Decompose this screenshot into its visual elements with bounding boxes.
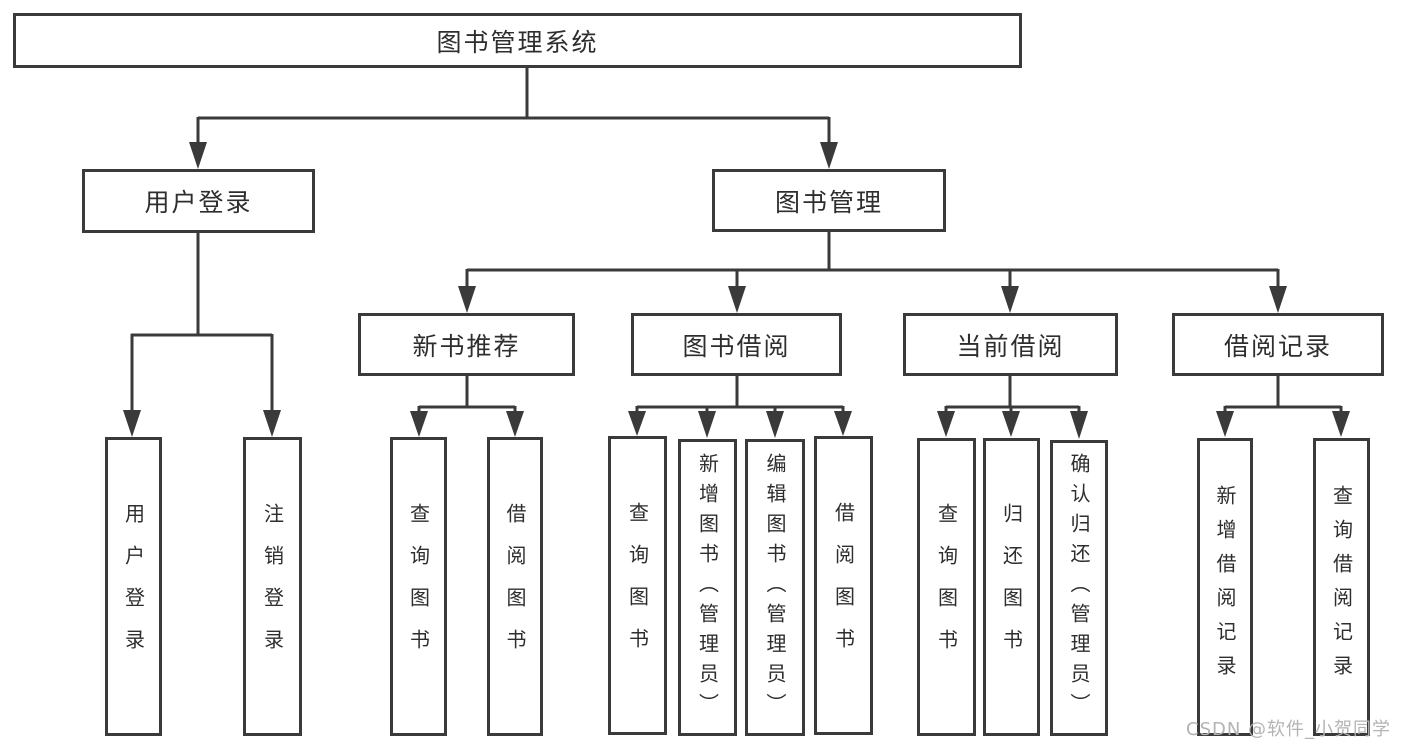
- leaf-bb-query-books-label: 查询图书: [625, 501, 650, 670]
- leaf-br-query-record: 查询借阅记录: [1313, 438, 1370, 736]
- leaf-bb-add-books-admin-label: 新增图书（管理员）: [695, 452, 720, 723]
- leaf-cb-confirm-return-admin: 确认归还（管理员）: [1050, 440, 1108, 736]
- leaf-nbr-borrow-books: 借阅图书: [487, 437, 543, 736]
- leaf-br-add-record-label: 新增借阅记录: [1213, 485, 1237, 689]
- leaf-nbr-borrow-books-label: 借阅图书: [503, 502, 527, 671]
- node-book-management-label: 图书管理: [774, 187, 883, 217]
- leaf-cb-return-books-label: 归还图书: [999, 503, 1024, 671]
- leaf-nbr-query-books: 查询图书: [390, 437, 447, 736]
- leaf-logout: 注销登录: [243, 437, 302, 736]
- node-book-management: 图书管理: [712, 169, 946, 232]
- leaf-nbr-query-books-label: 查询图书: [406, 502, 431, 671]
- leaf-user-login-label: 用户登录: [121, 502, 146, 671]
- node-current-borrow-label: 当前借阅: [956, 331, 1065, 361]
- leaf-bb-query-books: 查询图书: [608, 436, 667, 735]
- leaf-bb-borrow-books: 借阅图书: [814, 436, 873, 735]
- leaf-bb-edit-books-admin-label: 编辑图书（管理员）: [763, 452, 787, 723]
- node-user-login: 用户登录: [82, 169, 315, 233]
- node-current-borrow: 当前借阅: [903, 313, 1118, 376]
- leaf-br-query-record-label: 查询借阅记录: [1329, 485, 1354, 689]
- leaf-user-login: 用户登录: [105, 437, 162, 736]
- leaf-cb-query-books-label: 查询图书: [934, 503, 959, 671]
- leaf-bb-edit-books-admin: 编辑图书（管理员）: [745, 439, 805, 736]
- node-root-label: 图书管理系统: [436, 27, 599, 57]
- watermark: CSDN @软件_小贺同学: [1186, 719, 1392, 740]
- node-root: 图书管理系统: [13, 13, 1022, 68]
- leaf-bb-add-books-admin: 新增图书（管理员）: [678, 439, 737, 736]
- leaf-cb-confirm-return-admin-label: 确认归还（管理员）: [1067, 453, 1091, 723]
- node-user-login-label: 用户登录: [144, 188, 253, 217]
- node-book-borrow: 图书借阅: [631, 313, 842, 376]
- node-new-book-recommend: 新书推荐: [358, 313, 575, 376]
- node-borrow-records: 借阅记录: [1172, 313, 1384, 376]
- leaf-cb-query-books: 查询图书: [917, 438, 976, 736]
- node-new-book-recommend-label: 新书推荐: [412, 331, 521, 361]
- node-book-borrow-label: 图书借阅: [682, 331, 791, 361]
- leaf-br-add-record: 新增借阅记录: [1197, 438, 1253, 736]
- node-borrow-records-label: 借阅记录: [1223, 331, 1332, 361]
- leaf-logout-label: 注销登录: [260, 502, 285, 671]
- leaf-bb-borrow-books-label: 借阅图书: [831, 501, 856, 670]
- leaf-cb-return-books: 归还图书: [983, 438, 1040, 736]
